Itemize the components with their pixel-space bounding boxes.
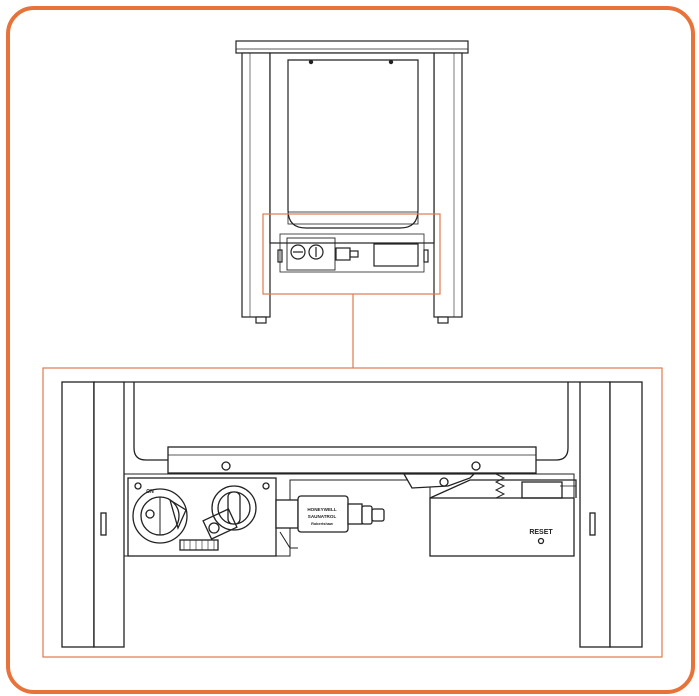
reset-label: RESET [529,529,553,536]
overview-callout-box [262,213,441,295]
valve-tag-line3: Robertshaw [311,522,333,526]
outer-orange-frame [6,6,695,694]
valve-tag-line1: HONEYWELL [307,507,337,512]
on-mark-label: ON [146,489,154,495]
detail-zoomed-view [61,381,643,648]
overview-appliance-front-view [235,40,469,324]
valve-tag-line2: SAUNATROL [308,514,337,519]
detail-view-box [42,367,663,658]
